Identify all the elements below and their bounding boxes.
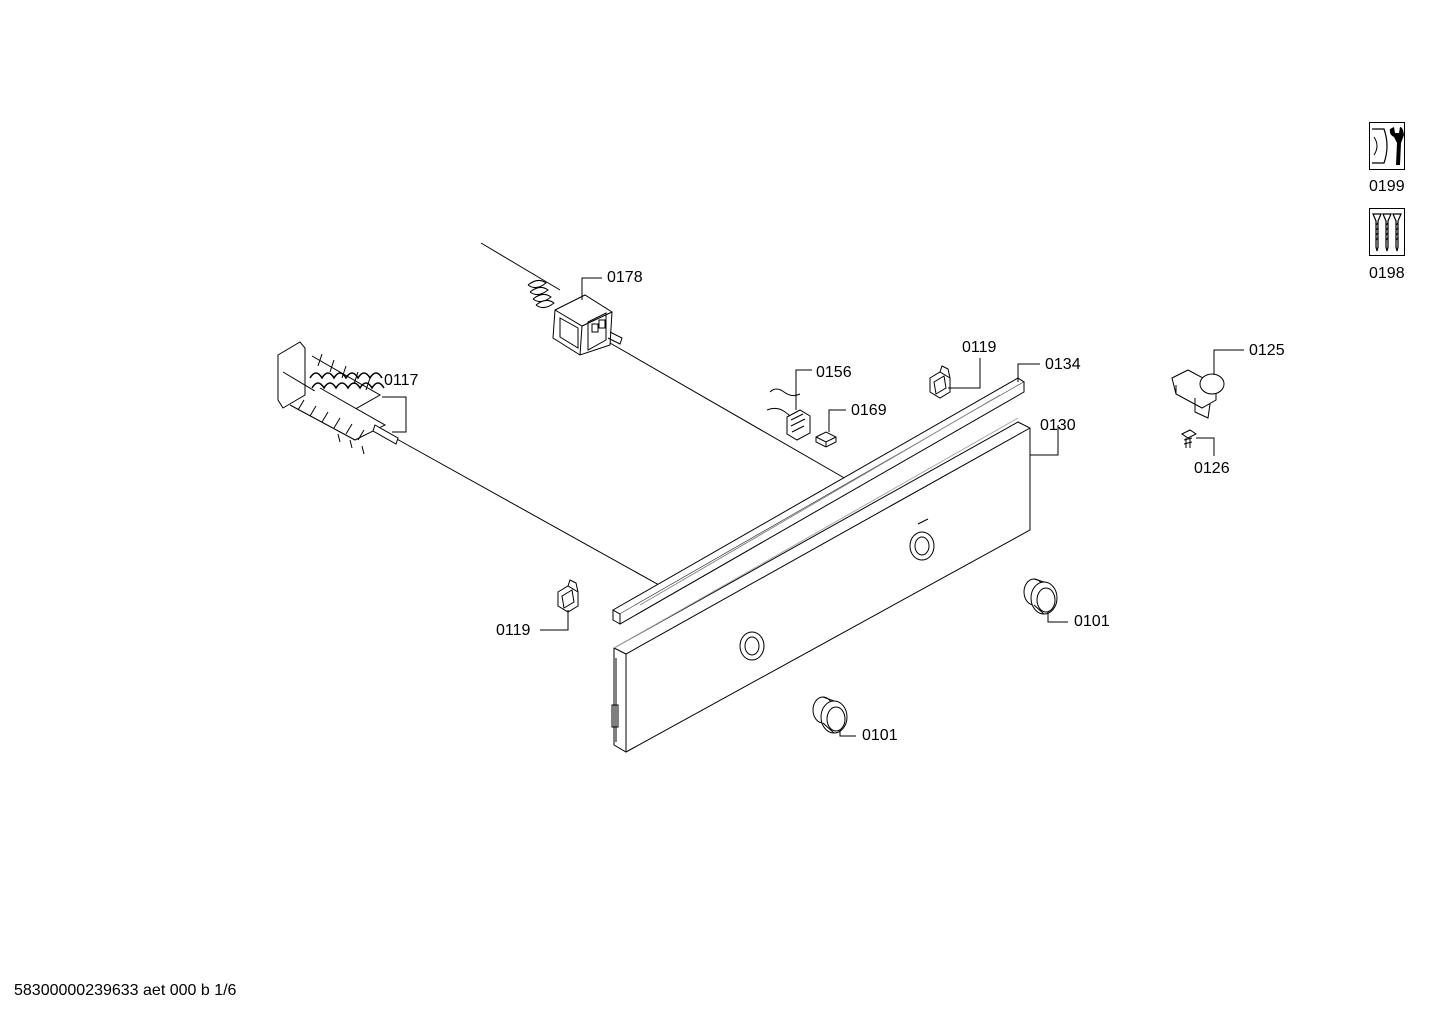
drawing-code: 58300000239633 aet 000 b 1/6 (14, 982, 237, 999)
side-icon-label-0199: 0199 (1369, 178, 1405, 195)
screw-part[interactable] (1181, 429, 1197, 448)
part-label-0178[interactable]: 0178 (607, 269, 643, 286)
screws-set-icon-graphic (1372, 213, 1402, 252)
small-pad-part[interactable] (815, 431, 837, 448)
part-label-0156[interactable]: 0156 (816, 364, 852, 381)
wiring-board-part[interactable] (766, 388, 811, 441)
part-label-0101-right[interactable]: 0101 (1074, 613, 1110, 630)
knob-part-lower[interactable] (812, 696, 848, 734)
control-panel-part[interactable] (611, 417, 1031, 753)
part-label-0119-upper[interactable]: 0119 (962, 339, 997, 356)
part-label-0169[interactable]: 0169 (851, 402, 887, 419)
thermostat-part[interactable] (527, 279, 623, 356)
part-label-0130[interactable]: 0130 (1040, 417, 1076, 434)
part-label-0101-lower[interactable]: 0101 (862, 727, 898, 744)
part-label-0134[interactable]: 0134 (1045, 356, 1081, 373)
part-label-0119-lower[interactable]: 0119 (496, 622, 531, 639)
side-icon-label-0198: 0198 (1369, 265, 1405, 282)
clip-part-lower[interactable] (557, 579, 579, 613)
part-label-0125[interactable]: 0125 (1249, 342, 1285, 359)
wrench-tool-icon-graphic (1372, 127, 1404, 165)
clip-part-upper[interactable] (929, 365, 951, 399)
part-label-0117[interactable]: 0117 (384, 372, 419, 389)
screws-set-icon[interactable] (1369, 208, 1405, 256)
wrench-tool-icon[interactable] (1369, 122, 1405, 170)
hinge-bracket-part[interactable] (1171, 369, 1225, 419)
part-label-0126[interactable]: 0126 (1194, 460, 1230, 477)
selector-switch-part[interactable] (277, 341, 399, 455)
knob-part-right[interactable] (1023, 578, 1058, 615)
profile-strip-part[interactable] (611, 377, 1025, 625)
